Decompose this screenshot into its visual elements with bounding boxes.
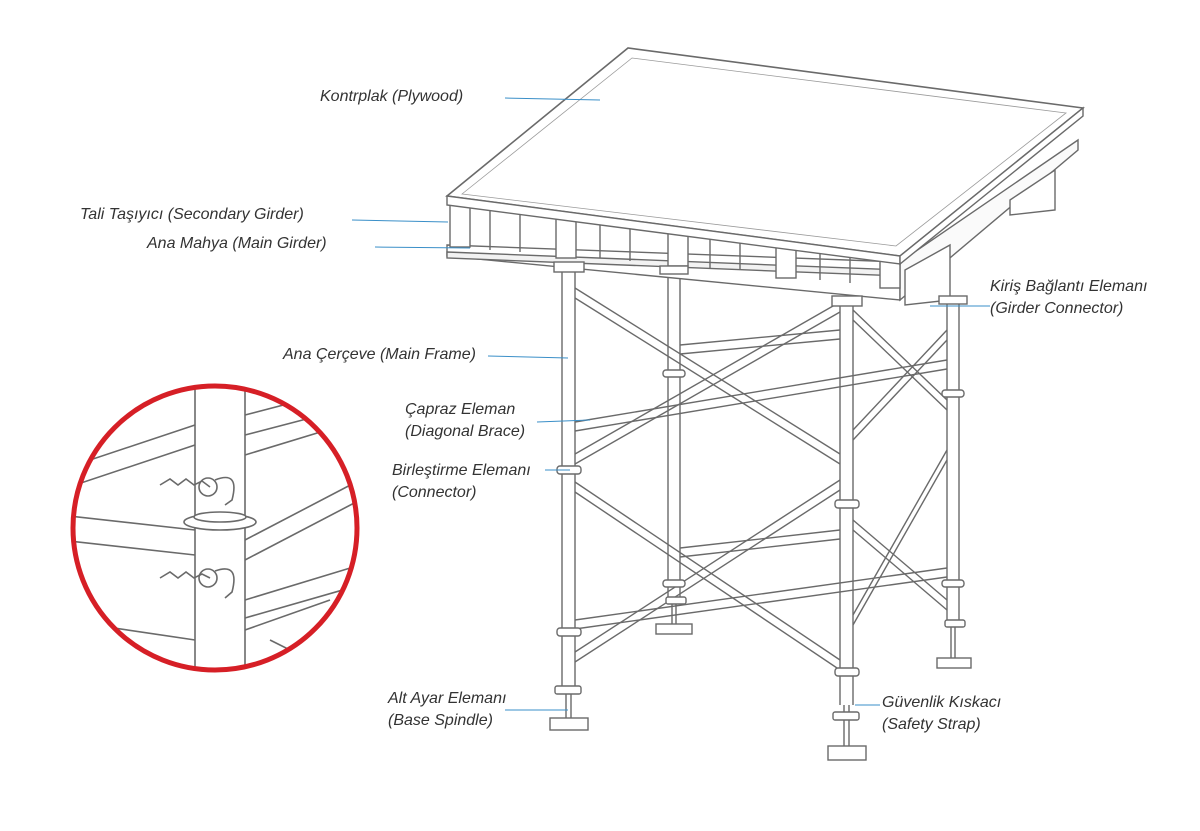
leader-diagonal-brace: [536, 419, 591, 423]
label-diagonal-brace-en: (Diagonal Brace): [405, 423, 526, 440]
diagonal-braces-right: [852, 309, 948, 626]
label-main-frame-en: (Main Frame): [379, 346, 476, 363]
label-girder-connector-tr: Kiriş Bağlantı Elemanı: [990, 278, 1148, 295]
detail-circle-border: [70, 383, 360, 673]
main-frame-structure: [549, 268, 972, 761]
label-connector-en: (Connector): [392, 484, 477, 501]
deck-assembly: [445, 47, 1085, 307]
label-secondary-girder-en: (Secondary Girder): [167, 206, 304, 223]
diagonal-braces-front: [574, 287, 841, 671]
leg-back-right: [936, 300, 972, 669]
label-safety-strap: Güvenlik Kıskacı (Safety Strap): [882, 692, 1001, 736]
label-safety-strap-en: (Safety Strap): [882, 716, 981, 733]
coupler-clamps: [554, 369, 966, 721]
label-main-girder-tr: Ana Mahya: [147, 235, 228, 252]
label-plywood-en: (Plywood): [392, 88, 464, 105]
leader-plywood: [504, 97, 601, 101]
label-diagonal-brace: Çapraz Eleman (Diagonal Brace): [405, 399, 525, 443]
connector-pin-detail-icon: [70, 383, 360, 673]
label-base-spindle-en: (Base Spindle): [388, 712, 493, 729]
label-girder-connector-en: (Girder Connector): [990, 300, 1124, 317]
leader-main-frame: [487, 355, 569, 359]
label-connector: Birleştirme Elemanı (Connector): [392, 460, 531, 504]
leader-main-girder: [374, 246, 471, 249]
label-plywood: Kontrplak (Plywood): [320, 86, 463, 108]
leg-front-right: [827, 300, 867, 761]
label-secondary-girder-tr: Tali Taşıyıcı: [80, 206, 164, 223]
label-main-frame-tr: Ana Çerçeve: [283, 346, 376, 363]
label-secondary-girder: Tali Taşıyıcı (Secondary Girder): [80, 204, 304, 226]
girder-connector-heads: [553, 261, 968, 307]
label-main-girder-en: (Main Girder): [232, 235, 327, 252]
label-main-girder: Ana Mahya (Main Girder): [147, 233, 327, 255]
label-diagonal-brace-tr: Çapraz Eleman: [405, 401, 516, 418]
horizontal-ledgers: [574, 329, 948, 630]
leader-secondary-girder: [351, 219, 449, 223]
label-main-frame: Ana Çerçeve (Main Frame): [283, 344, 476, 366]
label-connector-tr: Birleştirme Elemanı: [392, 462, 531, 479]
leader-lines: [351, 97, 990, 711]
label-base-spindle-tr: Alt Ayar Elemanı: [388, 690, 507, 707]
label-base-spindle: Alt Ayar Elemanı (Base Spindle): [388, 688, 506, 732]
label-girder-connector: Kiriş Bağlantı Elemanı (Girder Connector…: [990, 276, 1147, 320]
label-safety-strap-tr: Güvenlik Kıskacı: [882, 694, 1002, 711]
label-plywood-tr: Kontrplak: [320, 88, 388, 105]
leg-front-left: [549, 268, 589, 731]
